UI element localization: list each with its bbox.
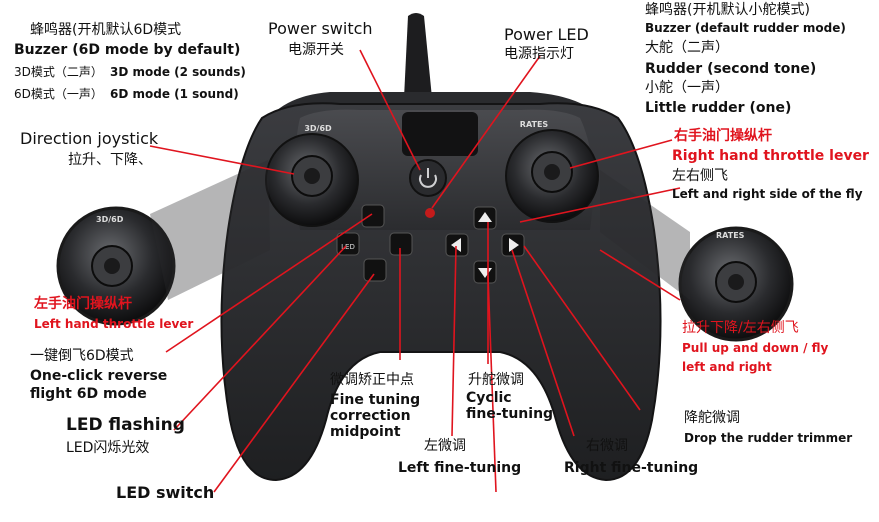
label-pullup-en-2: left and right <box>682 360 772 374</box>
arrow-left-icon <box>451 238 461 252</box>
trim-center-button[interactable] <box>389 232 413 256</box>
label-led-switch-en: LED switch <box>116 483 215 502</box>
label-fine-cn: 微调矫正中点 <box>330 372 414 388</box>
label-led-flash-en: LED flashing <box>66 415 185 435</box>
label-side-fly-en: Left and right side of the fly <box>672 187 863 201</box>
label-power-led-cn: 电源指示灯 <box>504 46 574 62</box>
label-3d-en: 3D mode (2 sounds) <box>110 65 246 79</box>
label-power-switch-en: Power switch <box>268 19 373 38</box>
label-oneclick-en-1: One-click reverse <box>30 368 168 384</box>
label-oneclick-cn: 一键倒飞6D模式 <box>30 348 134 364</box>
label-power-led-en: Power LED <box>504 25 589 44</box>
label-direction-cn: 拉升、下降、 <box>68 152 152 168</box>
arrow-right-icon <box>509 238 519 252</box>
label-drop-en: Drop the rudder trimmer <box>684 431 853 445</box>
label-little-rudder-en: Little rudder (one) <box>645 100 792 116</box>
label-left-fine-cn: 左微调 <box>424 438 466 454</box>
leader-lines <box>149 49 681 493</box>
label-buzzer-cn: 蜂鸣器(开机默认6D模式 <box>30 22 182 38</box>
power-led <box>425 208 435 218</box>
label-big-rudder-en: Rudder (second tone) <box>645 61 817 77</box>
right-zoom-cone <box>600 170 690 300</box>
label-6d-en: 6D mode (1 sound) <box>110 87 239 101</box>
label-direction-en: Direction joystick <box>20 129 159 148</box>
label-left-fine-en: Left fine-tuning <box>398 460 522 476</box>
flip-6d-button[interactable] <box>361 204 385 228</box>
label-3d-cn: 3D模式（二声） <box>14 65 103 79</box>
zoom-label-rates: RATES <box>716 231 745 240</box>
zoom-label-3d6d: 3D/6D <box>96 215 124 224</box>
label-cyclic-en-2: fine-tuning <box>466 406 554 422</box>
arrow-up-icon <box>478 212 492 222</box>
label-drop-cn: 降舵微调 <box>684 410 740 426</box>
label-rudder-buzzer-cn: 蜂鸣器(开机默认小舵模式) <box>645 2 810 18</box>
lcd-screen <box>402 112 478 156</box>
label-left-throttle-en: Left hand throttle lever <box>34 317 194 331</box>
label-right-throttle-cn: 右手油门操纵杆 <box>674 128 772 144</box>
left-zoom-cone <box>150 160 270 300</box>
label-fine-en-3: midpoint <box>330 424 401 440</box>
label-right-throttle-en: Right hand throttle lever <box>672 148 869 164</box>
label-little-rudder-cn: 小舵（一声） <box>645 80 729 96</box>
led-button-label: LED <box>341 243 355 251</box>
panel-label-rates: RATES <box>520 120 549 129</box>
label-buzzer-en: Buzzer (6D mode by default) <box>14 42 241 58</box>
panel-label-3d6d: 3D/6D <box>304 124 332 133</box>
label-big-rudder-cn: 大舵（二声） <box>645 40 729 56</box>
label-fine-en-2: correction <box>330 408 411 424</box>
antenna <box>404 13 432 98</box>
label-side-fly-cn: 左右侧飞 <box>672 168 728 184</box>
label-right-fine-cn: 右微调 <box>586 438 628 454</box>
label-right-fine-en: Right fine-tuning <box>564 460 699 476</box>
label-power-switch-cn: 电源开关 <box>288 42 344 58</box>
led-switch-button[interactable] <box>363 258 387 282</box>
label-led-flash-cn: LED闪烁光效 <box>66 440 150 456</box>
label-rudder-buzzer-en: Buzzer (default rudder mode) <box>645 21 846 35</box>
label-6d-cn: 6D模式（一声） <box>14 87 103 101</box>
label-oneclick-en-2: flight 6D mode <box>30 386 147 402</box>
label-fine-en-1: Fine tuning <box>330 392 421 408</box>
label-left-throttle-cn: 左手油门操纵杆 <box>34 296 132 312</box>
label-pullup-cn: 拉升下降/左右侧飞 <box>682 320 799 336</box>
label-pullup-en-1: Pull up and down / fly <box>682 341 829 355</box>
label-cyclic-cn: 升舵微调 <box>468 372 524 388</box>
label-cyclic-en-1: Cyclic <box>466 390 512 406</box>
power-icon <box>419 174 437 188</box>
